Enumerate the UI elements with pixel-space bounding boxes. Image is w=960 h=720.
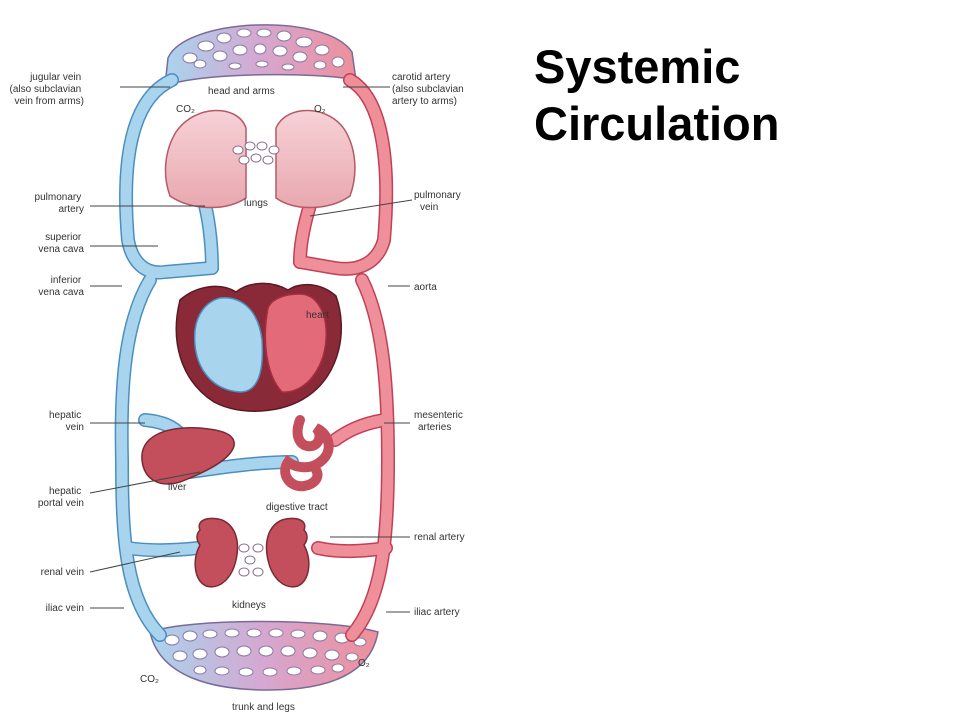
label-lungs: lungs: [244, 198, 268, 209]
label-iliac-artery: iliac artery: [414, 607, 460, 618]
title-line-2: Circulation: [534, 97, 780, 150]
leader-lines: [89, 86, 413, 613]
label-pulmonary-vein: pulmonary vein: [414, 190, 463, 213]
label-heart: heart: [306, 310, 329, 321]
liver: [141, 427, 235, 485]
legs-capillary-bed: [149, 620, 379, 691]
label-digestive-tract: digestive tract: [266, 502, 328, 513]
label-head-and-arms: head and arms: [208, 86, 275, 97]
digestive-tract: [280, 415, 334, 492]
label-superior-vena-cava: superior vena cava: [38, 232, 84, 255]
label-jugular-vein: jugular vein (also subclavian vein from …: [10, 72, 85, 107]
head-capillary-bed: [164, 24, 357, 88]
title-line-1: Systemic: [534, 40, 741, 93]
lungs: [164, 109, 356, 209]
label-iliac-vein: iliac vein: [46, 603, 84, 614]
heart: [175, 282, 343, 412]
label-hepatic-portal-vein: hepatic portal vein: [38, 486, 84, 509]
label-renal-artery: renal artery: [414, 532, 465, 543]
label-liver: liver: [168, 482, 187, 493]
kidneys: [194, 517, 310, 588]
diagram-labels: jugular vein (also subclavian vein from …: [10, 72, 467, 713]
label-co2-bottom: CO₂: [140, 674, 159, 685]
label-trunk-and-legs: trunk and legs: [232, 702, 295, 713]
label-kidneys: kidneys: [232, 600, 266, 611]
label-mesenteric-arteries: mesenteric arteries: [414, 410, 466, 433]
arterial-vessels: [293, 73, 396, 642]
venous-vessels: [114, 73, 299, 642]
slide-title: Systemic Circulation: [534, 38, 779, 152]
label-hepatic-vein: hepatic vein: [49, 410, 84, 433]
label-aorta: aorta: [414, 282, 437, 293]
label-inferior-vena-cava: inferior vena cava: [38, 275, 84, 298]
label-co2-top: CO₂: [176, 104, 195, 115]
label-pulmonary-artery: pulmonary artery: [35, 192, 84, 215]
label-o2-bottom: O₂: [358, 658, 370, 669]
label-renal-vein: renal vein: [41, 567, 84, 578]
label-carotid-artery: carotid artery (also subclavian artery t…: [392, 72, 467, 107]
label-o2-top: O₂: [314, 104, 326, 115]
